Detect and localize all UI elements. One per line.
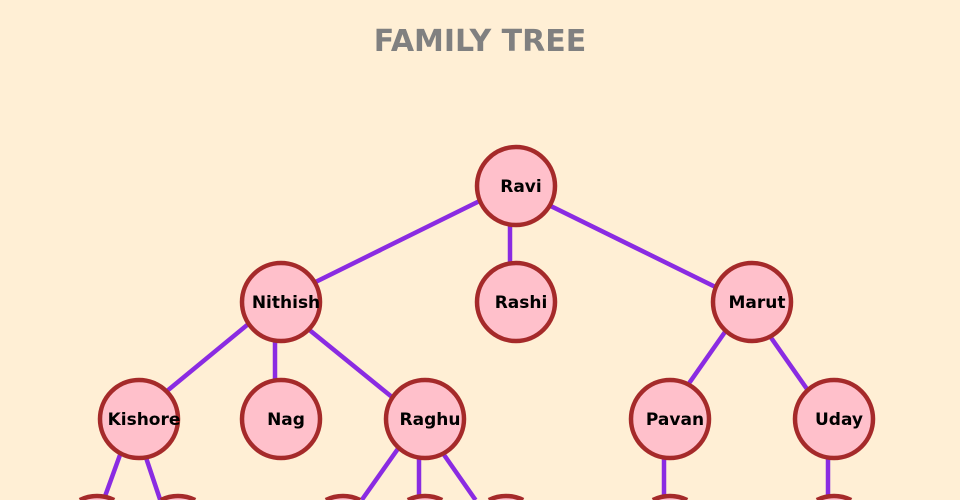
node-circle bbox=[239, 260, 323, 344]
node-label: Rashi bbox=[495, 293, 548, 313]
node-circle bbox=[239, 377, 323, 461]
node-circle bbox=[792, 377, 876, 461]
edges bbox=[101, 183, 831, 500]
node-circle bbox=[159, 493, 197, 500]
node-circle bbox=[628, 377, 712, 461]
node-circle bbox=[406, 493, 444, 500]
node-circle bbox=[651, 493, 689, 500]
node-uday[interactable]: Uday bbox=[792, 377, 876, 461]
node-circle bbox=[97, 377, 181, 461]
node-label: Raghu bbox=[400, 410, 461, 430]
node-circle bbox=[487, 493, 525, 500]
node-unnamed[interactable] bbox=[78, 493, 116, 500]
node-pavan[interactable]: Pavan bbox=[628, 377, 712, 461]
node-unnamed[interactable] bbox=[651, 493, 689, 500]
node-nag[interactable]: Nag bbox=[239, 377, 323, 461]
node-label: Pavan bbox=[646, 410, 704, 430]
node-circle bbox=[324, 493, 362, 500]
node-label: Ravi bbox=[500, 177, 541, 197]
node-circle bbox=[474, 144, 558, 228]
node-rashi[interactable]: Rashi bbox=[474, 260, 558, 344]
node-label: Kishore bbox=[108, 410, 181, 430]
node-circle bbox=[815, 493, 853, 500]
node-label: Nag bbox=[267, 410, 305, 430]
node-circle bbox=[383, 377, 467, 461]
node-label: Nithish bbox=[252, 293, 320, 313]
node-kishore[interactable]: Kishore bbox=[97, 377, 181, 461]
node-marut[interactable]: Marut bbox=[710, 260, 794, 344]
node-nithish[interactable]: Nithish bbox=[239, 260, 323, 344]
node-label: Uday bbox=[815, 410, 863, 430]
node-unnamed[interactable] bbox=[324, 493, 362, 500]
node-circle bbox=[710, 260, 794, 344]
node-unnamed[interactable] bbox=[487, 493, 525, 500]
node-unnamed[interactable] bbox=[406, 493, 444, 500]
diagram-title: FAMILY TREE bbox=[373, 24, 587, 59]
node-circle bbox=[78, 493, 116, 500]
node-raghu[interactable]: Raghu bbox=[383, 377, 467, 461]
node-circle bbox=[474, 260, 558, 344]
node-unnamed[interactable] bbox=[159, 493, 197, 500]
node-ravi[interactable]: Ravi bbox=[474, 144, 558, 228]
node-unnamed[interactable] bbox=[815, 493, 853, 500]
node-label: Marut bbox=[728, 293, 785, 313]
